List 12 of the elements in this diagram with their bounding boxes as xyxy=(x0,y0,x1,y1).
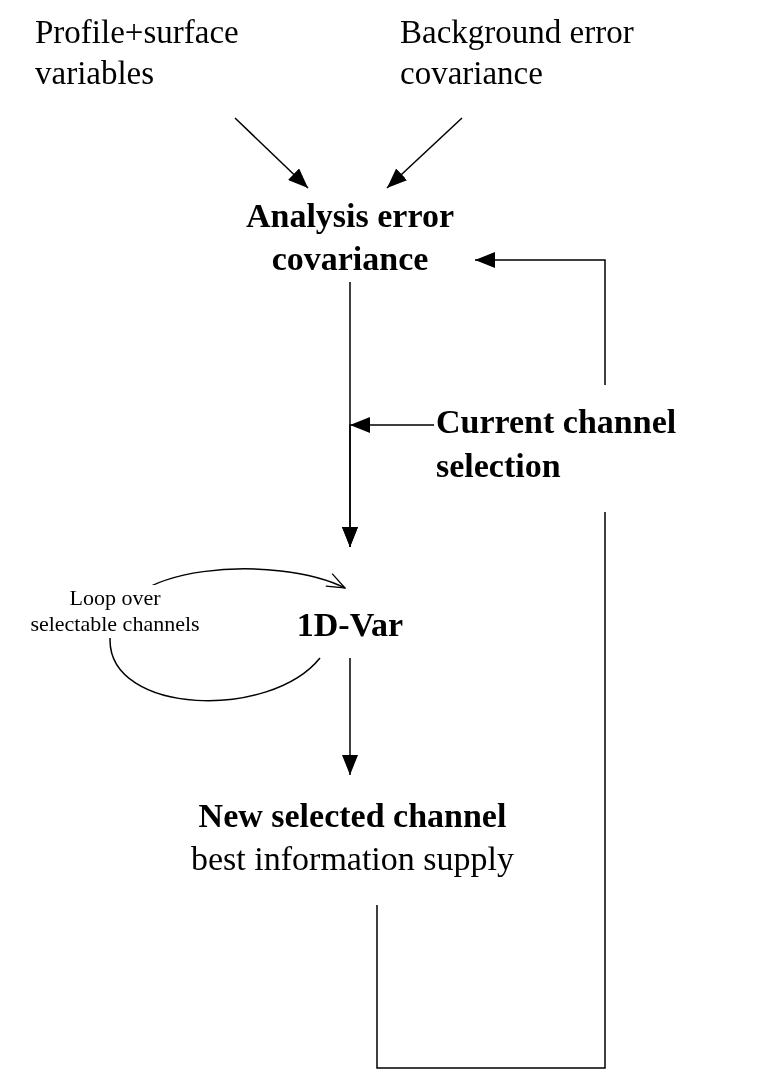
node-label: New selected channel xyxy=(197,796,508,836)
node-subtitle: best information supply xyxy=(190,838,515,879)
process-label: 1D-Var xyxy=(295,605,405,645)
node-label: Background error covariance xyxy=(400,13,635,94)
node-label: Current channel selection xyxy=(436,402,678,487)
arrow xyxy=(342,657,358,776)
arrow xyxy=(386,117,463,189)
arrow xyxy=(474,252,606,386)
node-label: Analysis error covariance xyxy=(244,196,456,279)
arrow xyxy=(342,417,435,548)
arrow xyxy=(234,117,309,189)
node-label: Profile+surface variables xyxy=(35,13,240,94)
